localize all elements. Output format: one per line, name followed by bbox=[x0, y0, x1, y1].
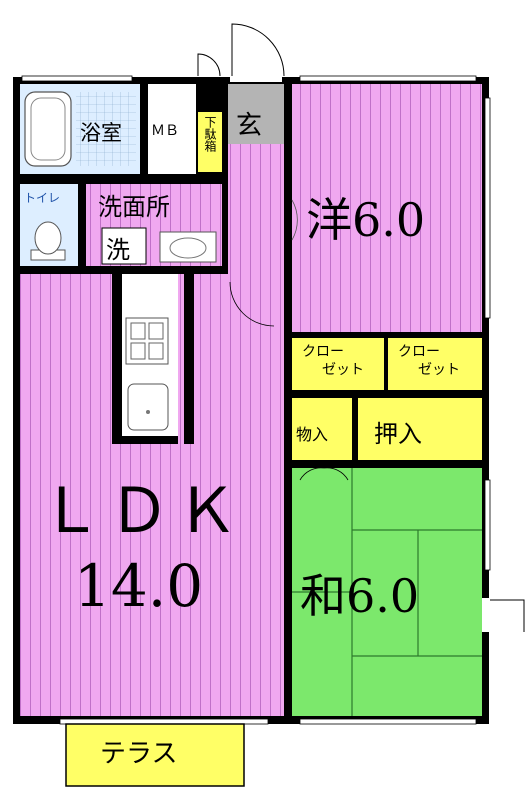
closet1-line1: クロー bbox=[302, 344, 344, 360]
tatami-lines bbox=[292, 468, 482, 716]
window-western-top bbox=[299, 75, 477, 82]
wall-storage-mid bbox=[352, 398, 358, 460]
entrance-room bbox=[228, 84, 284, 144]
western-room bbox=[292, 84, 482, 332]
japanese-label: 和6.0 bbox=[300, 569, 419, 623]
bath-label: 浴室 bbox=[80, 121, 122, 145]
closet2-line2: ゼット bbox=[418, 362, 460, 378]
ldk-size: 14.0 bbox=[74, 552, 203, 620]
basin-bowl-icon bbox=[169, 237, 207, 259]
hall-door-arc bbox=[229, 281, 275, 327]
window-japanese-bottom bbox=[299, 718, 477, 725]
window-western-right bbox=[484, 97, 491, 319]
side-door-swing bbox=[490, 599, 525, 632]
entrance-label: 玄 bbox=[236, 111, 262, 141]
oshiire-area bbox=[358, 398, 482, 460]
storage-label: 物入 bbox=[296, 425, 328, 444]
toilet-bowl-icon bbox=[34, 221, 62, 255]
terrace-area bbox=[65, 723, 245, 787]
kitchen-sink bbox=[127, 383, 169, 431]
kitchen-gap bbox=[178, 274, 184, 444]
wall-western-bottom bbox=[292, 332, 482, 338]
japanese-door-arc bbox=[299, 467, 349, 481]
toilet-label: トイレ bbox=[24, 191, 60, 205]
kitchen-stove bbox=[125, 317, 169, 365]
mb-label: ＭＢ bbox=[151, 123, 179, 139]
washer-label: 洗 bbox=[106, 236, 130, 264]
entrance-door-gap bbox=[230, 70, 282, 82]
bath-floor-tiles bbox=[76, 92, 136, 166]
wall-oshiire-bottom bbox=[292, 460, 482, 468]
wall-wash-bottom bbox=[13, 266, 228, 274]
wall-hall-left bbox=[222, 84, 228, 274]
closet2-line1: クロー bbox=[398, 344, 440, 360]
closet2-area bbox=[388, 338, 482, 390]
shoebox-area bbox=[198, 112, 222, 172]
entrance-door-swing bbox=[231, 23, 285, 77]
shoebox-label: 下駄箱 bbox=[203, 116, 217, 152]
closet1-line2: ゼット bbox=[322, 362, 364, 378]
oshiire-label: 押入 bbox=[374, 420, 422, 448]
western-door-arc bbox=[291, 199, 298, 241]
mb-room bbox=[148, 84, 196, 174]
wall-bath-mb bbox=[140, 84, 148, 174]
stove-burners-icon bbox=[130, 322, 164, 360]
wall-toilet-wash bbox=[78, 184, 86, 266]
closet1-area bbox=[292, 338, 384, 390]
terrace-label: テラス bbox=[100, 739, 177, 769]
hall-room bbox=[228, 144, 284, 274]
window-bath bbox=[21, 75, 133, 82]
wall-closet-mid bbox=[384, 338, 388, 390]
storage-area bbox=[292, 398, 352, 460]
washroom-label: 洗面所 bbox=[98, 193, 170, 221]
wall-closet-bottom bbox=[292, 390, 482, 398]
wall-bath-bottom bbox=[13, 174, 228, 184]
sink-drain-icon bbox=[146, 410, 150, 414]
window-japanese-right bbox=[484, 479, 491, 571]
entrance-door-2 bbox=[197, 53, 221, 77]
bathtub-inner bbox=[30, 97, 66, 161]
side-door-gap bbox=[482, 598, 492, 632]
western-label: 洋6.0 bbox=[306, 193, 425, 247]
ldk-label: ＬＤＫ bbox=[40, 474, 244, 547]
washer-box bbox=[101, 227, 147, 265]
wall-western-left bbox=[284, 84, 292, 716]
